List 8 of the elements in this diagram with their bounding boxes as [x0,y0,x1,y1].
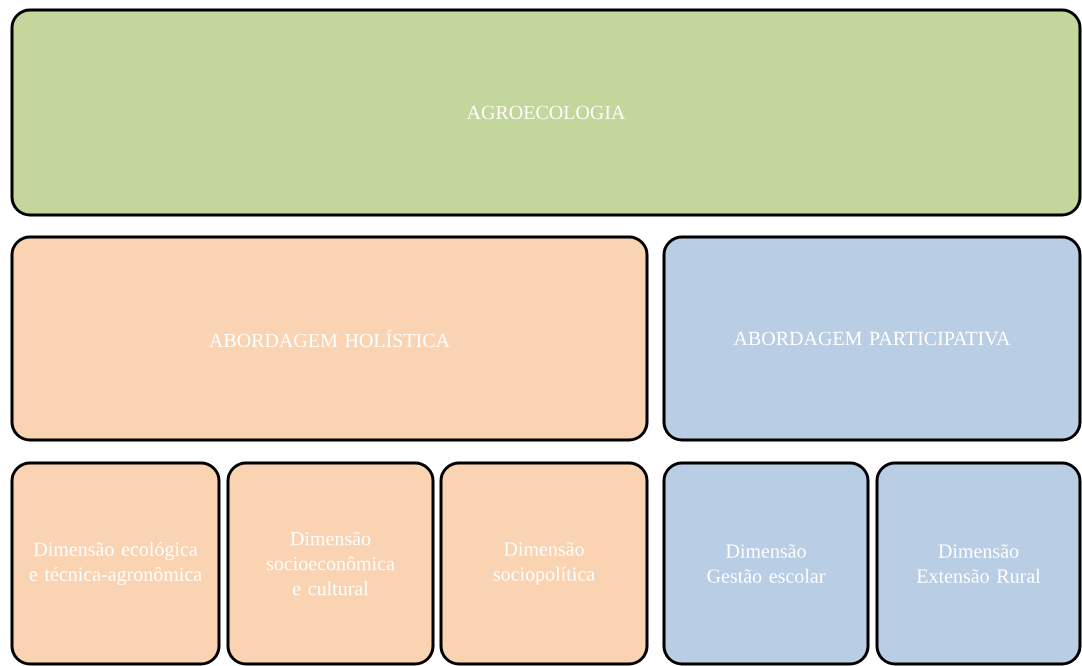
dimension-box: Dimensão sociopolítica [439,461,649,666]
category-box: ABORDAGEM PARTICIPATIVA [662,235,1082,442]
dimension-box: Dimensão Gestão escolar [662,461,870,666]
dimension-box: Dimensão Extensão Rural [875,461,1082,666]
dimension-box: Dimensão ecológica e técnica-agronômica [10,461,221,666]
heading-box: AGROECOLOGIA [10,8,1082,217]
dimension-box: Dimensão socioeconômica e cultural [226,461,435,666]
category-box: ABORDAGEM HOLÍSTICA [10,235,649,442]
